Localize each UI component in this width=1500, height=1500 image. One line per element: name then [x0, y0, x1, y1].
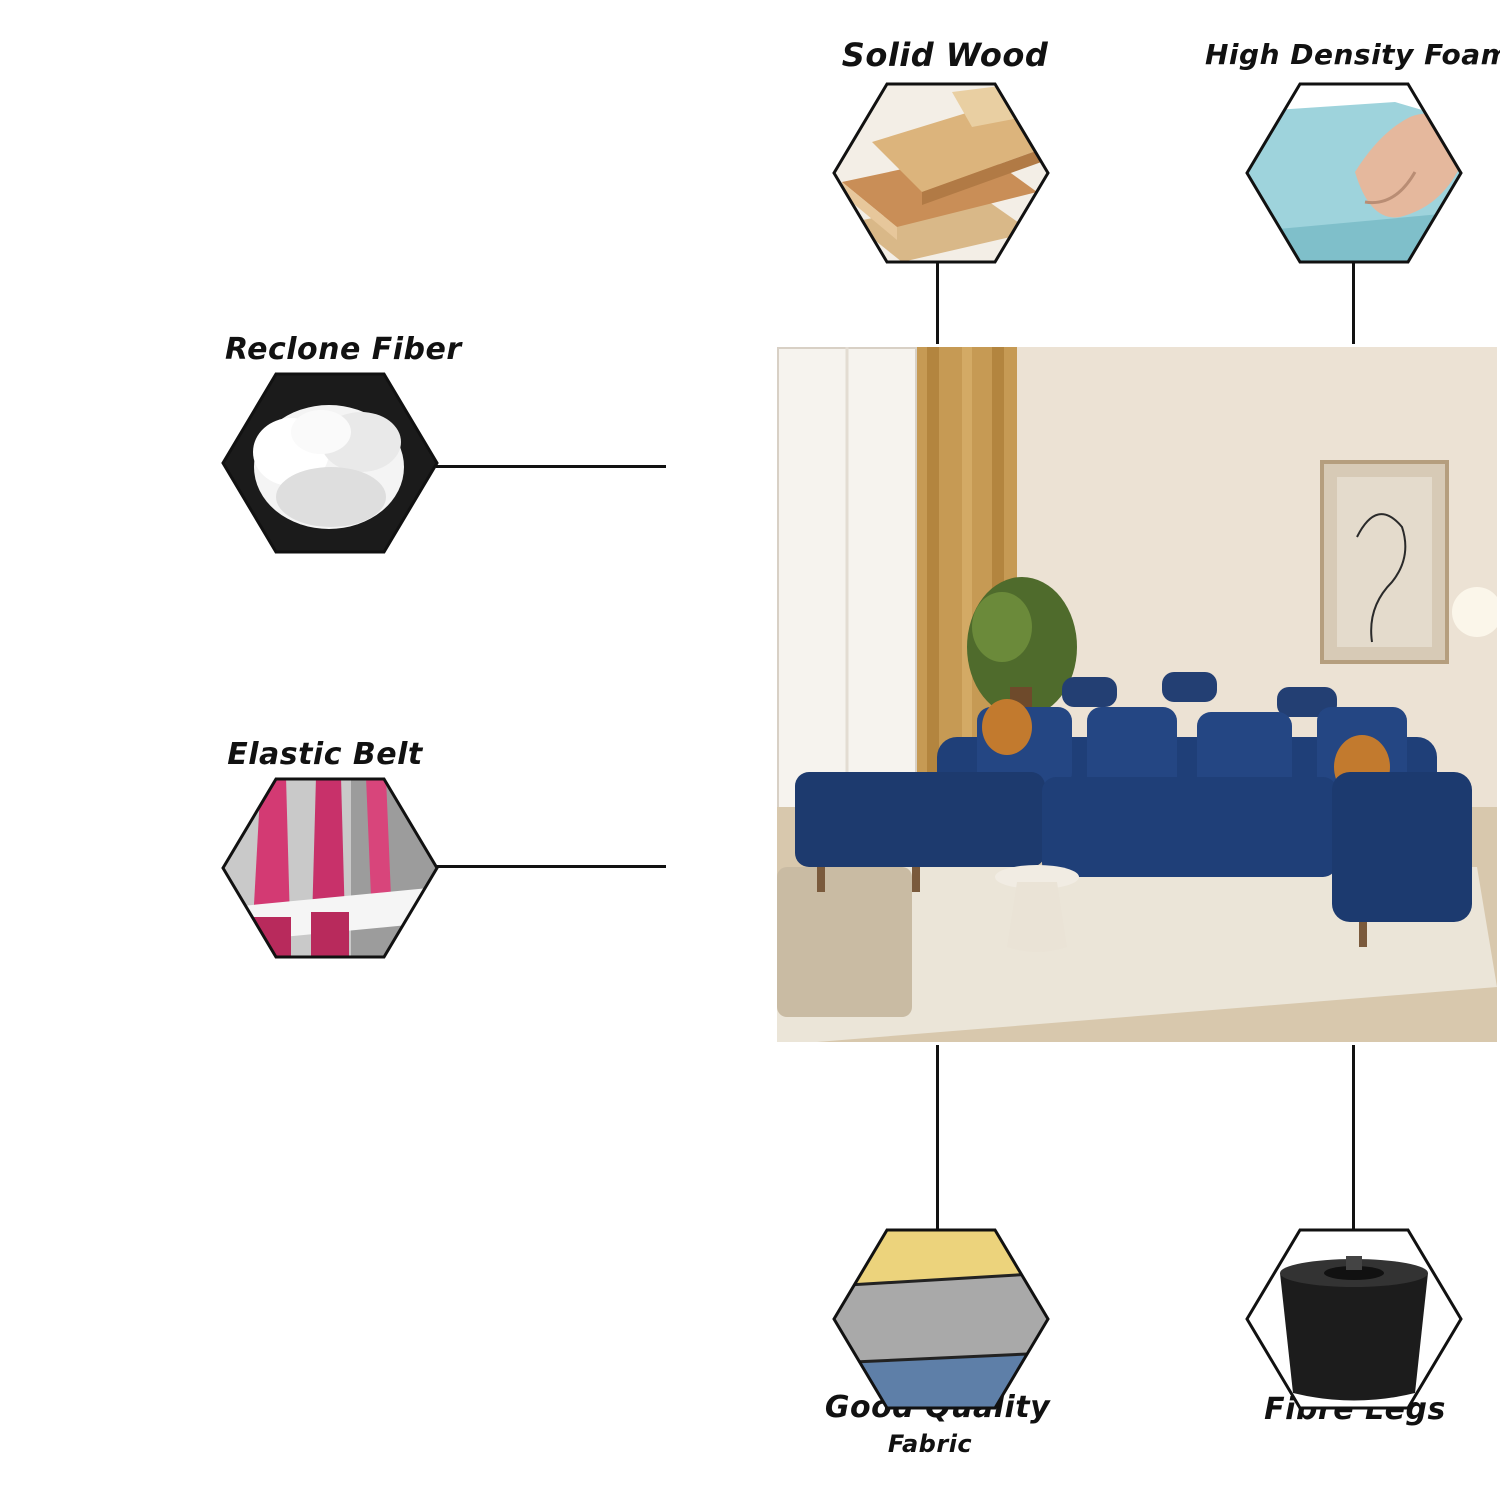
foam-block-icon — [1245, 82, 1463, 264]
fiber-fluff-icon — [221, 372, 439, 554]
connector-legs — [1352, 1045, 1355, 1230]
reclone-fiber-label: Reclone Fiber — [225, 332, 462, 367]
wood-planks-icon — [832, 82, 1050, 264]
connector-fabric — [936, 1045, 939, 1230]
connector-fiber — [436, 465, 666, 468]
living-room-sofa-image — [777, 347, 1497, 1042]
high-density-foam-label: High Density Foam — [1205, 38, 1500, 71]
fabric-layers-icon — [832, 1228, 1050, 1410]
sofa-leg-icon — [1245, 1228, 1463, 1410]
elastic-belt-icon — [221, 777, 439, 959]
connector-foam — [1352, 262, 1355, 344]
solid-wood-label: Solid Wood — [841, 36, 1049, 74]
connector-belt — [436, 865, 666, 868]
fabric-label: Fabric — [887, 1430, 973, 1458]
elastic-belt-label: Elastic Belt — [227, 737, 423, 772]
connector-solid-wood — [936, 262, 939, 344]
